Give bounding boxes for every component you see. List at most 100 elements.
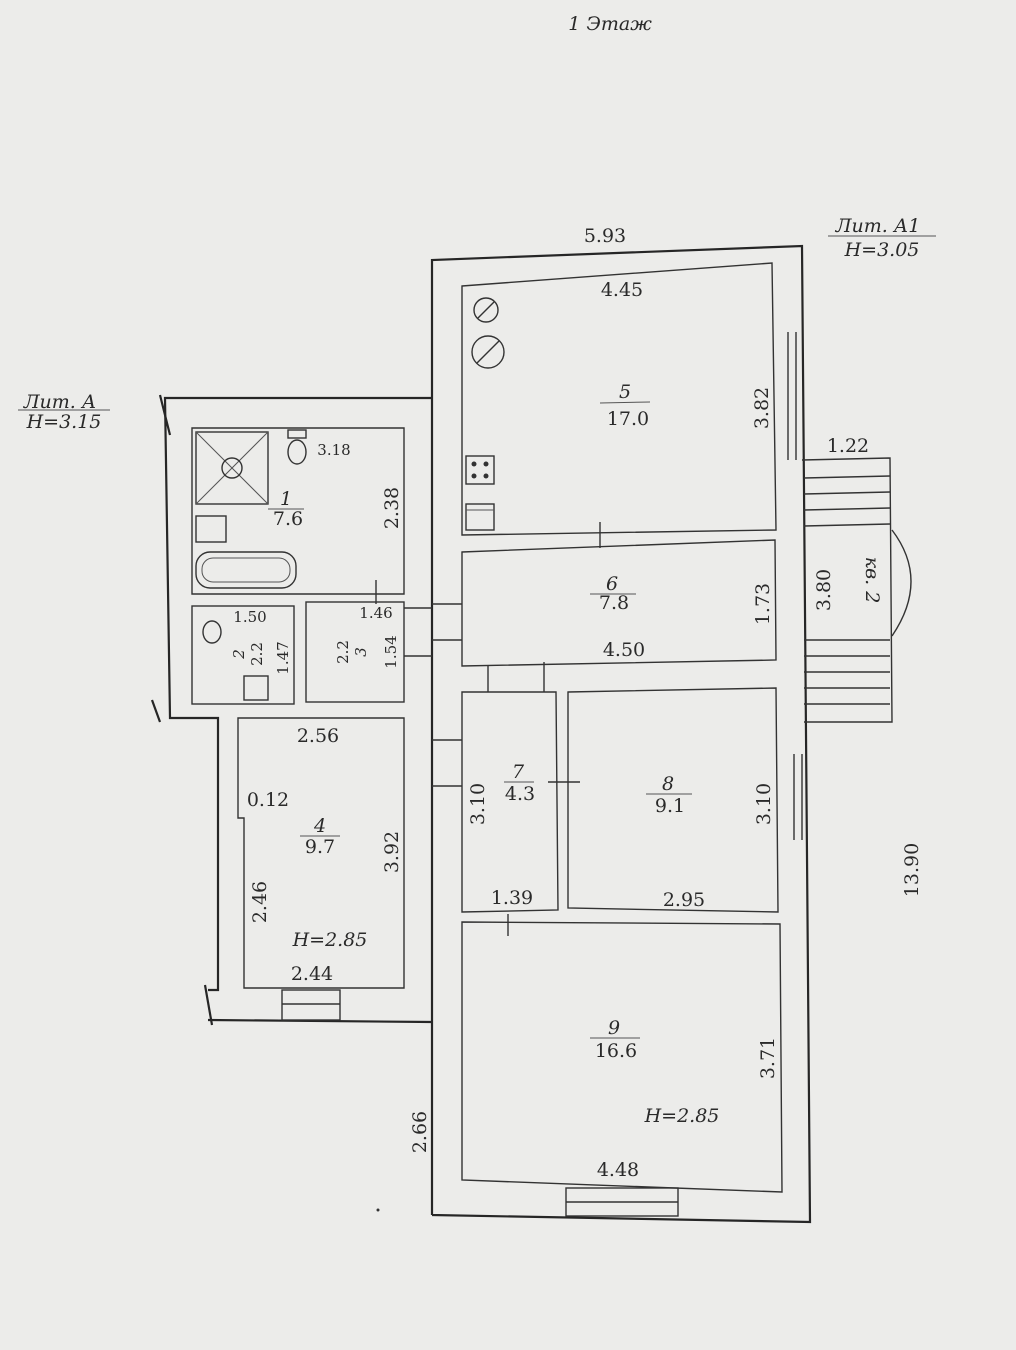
room-8-number: 8 xyxy=(662,773,674,795)
room-7-area: 4.3 xyxy=(505,783,535,805)
stove-icon xyxy=(465,455,495,485)
room-3-number: 3 xyxy=(352,647,370,657)
room-3: 1.46 3 2.2 1.54 xyxy=(305,580,432,703)
room-9: 9 16.6 H=2.85 3.71 4.48 xyxy=(461,914,783,1217)
toilet-tank-icon xyxy=(287,429,307,439)
porch-depth: 3.80 xyxy=(813,569,835,611)
stove-burner-icon xyxy=(471,461,477,467)
stove-burner-icon xyxy=(483,461,489,467)
room-4-width-top: 2.56 xyxy=(297,725,339,747)
building-outline xyxy=(150,244,812,1224)
room-8-depth: 3.10 xyxy=(753,783,775,825)
litera-a-name: Лит. А xyxy=(23,391,97,413)
room-6-number: 6 xyxy=(606,573,618,595)
litera-a-bottom-wall xyxy=(207,1018,433,1024)
apartment-label: кв. 2 xyxy=(861,557,883,604)
room-9-area: 16.6 xyxy=(595,1040,637,1062)
toilet-icon xyxy=(202,620,222,644)
room-2-area: 2.2 xyxy=(248,642,266,666)
wall-break-tick xyxy=(150,699,162,723)
room-9-number: 9 xyxy=(608,1017,620,1039)
room-6-walls xyxy=(461,539,777,667)
room-1-walls xyxy=(191,427,405,595)
room-8-width: 2.95 xyxy=(663,889,705,911)
room-2: 1.50 2 2.2 1.47 xyxy=(191,605,295,705)
shower-icon xyxy=(195,431,269,505)
room-9-walls xyxy=(461,921,783,1193)
porch-step xyxy=(803,491,891,495)
room-4-depth-left: 2.46 xyxy=(249,881,271,923)
room-4: 2.56 0.12 4 9.7 3.92 2.46 H=2.85 2.44 xyxy=(237,717,405,1021)
room-5-fraction-line xyxy=(599,401,651,404)
window-icon xyxy=(281,989,341,1021)
porch-outline xyxy=(801,457,893,723)
room-1-depth: 2.38 xyxy=(381,487,403,529)
overall-width-dim: 5.93 xyxy=(584,225,626,247)
room-1-area: 7.6 xyxy=(273,508,303,530)
room-4-area: 9.7 xyxy=(305,836,335,858)
room-7: 7 4.3 3.10 1.39 xyxy=(432,691,580,913)
room-9-height: H=2.85 xyxy=(644,1105,720,1127)
room-2-walls xyxy=(191,605,295,705)
floor-label: 1 Этаж xyxy=(568,13,652,35)
litera-a-outer-wall xyxy=(163,396,432,992)
room-7-depth: 3.10 xyxy=(467,783,489,825)
room-1: 3.18 1 7.6 2.38 xyxy=(191,427,405,595)
room-6: 6 7.8 4.50 1.73 xyxy=(432,539,777,692)
shower-drain-icon xyxy=(221,457,243,479)
porch: 1.22 3.80 кв. 2 xyxy=(801,435,912,723)
wall-break-tick xyxy=(203,984,214,1026)
burner-icon xyxy=(477,301,495,319)
room-2-depth: 1.47 xyxy=(274,641,292,674)
bathtub-icon xyxy=(195,551,297,589)
gas-boiler-icon xyxy=(471,335,505,369)
washbasin-icon xyxy=(243,675,269,701)
room-4-walls xyxy=(237,717,405,989)
room-3-depth: 1.54 xyxy=(382,635,400,668)
room-5-area: 17.0 xyxy=(607,408,649,430)
left-wall-dim: 2.66 xyxy=(409,1111,431,1153)
overall-length-dim: 13.90 xyxy=(901,843,923,897)
room-5-walls xyxy=(461,262,777,536)
porch-step xyxy=(803,507,891,511)
pen-mark xyxy=(376,1208,380,1212)
bathtub-icon xyxy=(201,557,291,583)
toilet-icon xyxy=(287,439,307,465)
room-8-area: 9.1 xyxy=(655,795,685,817)
litera-a1-height: H=3.05 xyxy=(844,239,920,261)
litera-a1-name: Лит. А1 xyxy=(835,215,921,237)
room-1-width: 3.18 xyxy=(317,441,350,459)
porch-step xyxy=(803,523,891,527)
room-5-number: 5 xyxy=(619,381,631,403)
room-7-width: 1.39 xyxy=(491,887,533,909)
room-4-number: 4 xyxy=(313,815,326,837)
shower-icon xyxy=(195,431,269,505)
room-7-walls xyxy=(461,691,559,913)
porch-step xyxy=(803,475,891,479)
porch-width: 1.22 xyxy=(827,435,869,457)
room-6-width: 4.50 xyxy=(603,639,645,661)
gas-boiler-icon xyxy=(476,340,500,364)
room-3-walls xyxy=(305,601,405,703)
room-7-number: 7 xyxy=(512,761,525,783)
room-5: 4.45 5 17.0 3.82 xyxy=(461,262,797,548)
stove-burner-icon xyxy=(483,473,489,479)
kitchen-sink-icon xyxy=(465,503,495,531)
room-2-width: 1.50 xyxy=(233,608,266,626)
room-4-width-bottom: 2.44 xyxy=(291,963,333,985)
washbasin-icon xyxy=(195,515,227,543)
room-3-width: 1.46 xyxy=(359,604,392,622)
wall-break-tick xyxy=(158,394,172,436)
room-5-depth: 3.82 xyxy=(751,387,773,429)
room-4-height: H=2.85 xyxy=(292,929,368,951)
burner-icon xyxy=(473,297,499,323)
room-1-number: 1 xyxy=(280,488,292,510)
room-9-width: 4.48 xyxy=(597,1159,639,1181)
room-5-width: 4.45 xyxy=(601,279,643,301)
room-4-depth: 3.92 xyxy=(381,831,403,873)
stove-burner-icon xyxy=(471,473,477,479)
room-6-depth: 1.73 xyxy=(752,583,774,625)
litera-a-height: H=3.15 xyxy=(26,411,102,433)
